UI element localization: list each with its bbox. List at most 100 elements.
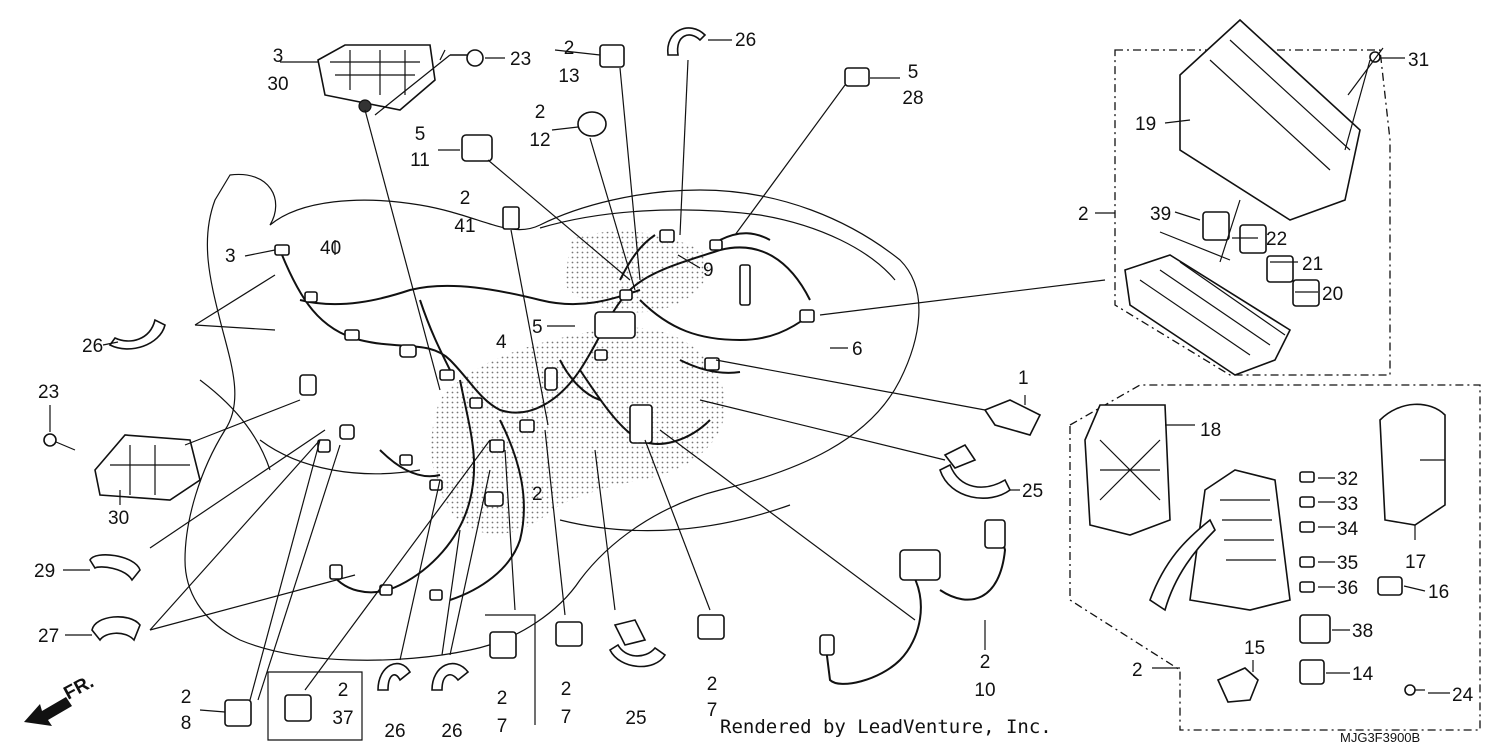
callout-5-28-top: 5 bbox=[908, 62, 919, 83]
callout-2-7-c-bottom: 7 bbox=[707, 700, 718, 721]
callout-27: 27 bbox=[38, 626, 59, 647]
clamp-1 bbox=[983, 399, 1042, 436]
connector-28 bbox=[844, 67, 870, 87]
callout-2-10-top: 2 bbox=[980, 652, 991, 673]
fuse-box-assembly-lower bbox=[1069, 384, 1481, 731]
callout-26-top: 26 bbox=[735, 30, 756, 51]
callout-30-left: 30 bbox=[108, 508, 129, 529]
callout-2-41-top: 2 bbox=[460, 188, 471, 209]
callout-2-7-a-top: 2 bbox=[497, 688, 508, 709]
fuse-box-cover-left bbox=[94, 434, 201, 501]
callout-5: 5 bbox=[532, 317, 543, 338]
callout-2-13-bottom: 13 bbox=[558, 66, 579, 87]
connector-7-b bbox=[555, 621, 583, 647]
harness-connectors bbox=[274, 229, 815, 601]
callout-1: 1 bbox=[1018, 368, 1029, 389]
callout-26-bottom-a: 26 bbox=[384, 721, 405, 742]
connector-7-c bbox=[697, 614, 725, 640]
screw-23-top bbox=[450, 49, 484, 67]
screw-24 bbox=[1404, 684, 1425, 696]
callout-5-11-top: 5 bbox=[415, 124, 426, 145]
callout-31: 31 bbox=[1408, 50, 1429, 71]
callout-2-37-bottom: 37 bbox=[332, 708, 353, 729]
render-credit: Rendered by LeadVenture, Inc. bbox=[720, 716, 1052, 738]
clip-26-left bbox=[108, 318, 166, 350]
callout-5-11-bottom: 11 bbox=[410, 150, 430, 171]
clip-26-bottom-b bbox=[431, 662, 470, 691]
callout-38: 38 bbox=[1352, 621, 1373, 642]
callout-16: 16 bbox=[1428, 582, 1449, 603]
connector-11 bbox=[461, 134, 493, 162]
fuse-box-cover-top bbox=[317, 44, 436, 113]
callout-2-7-c-top: 2 bbox=[707, 674, 718, 695]
callout-2-lower-box: 2 bbox=[1132, 660, 1143, 681]
clip-26-bottom-a bbox=[377, 662, 412, 691]
callout-2-7-b-bottom: 7 bbox=[561, 707, 572, 728]
callout-9: 9 bbox=[703, 260, 714, 281]
engine-shaded-area bbox=[431, 231, 726, 534]
callout-ticks bbox=[49, 39, 1450, 713]
callout-2-8-bottom: 8 bbox=[181, 713, 192, 734]
callout-14: 14 bbox=[1352, 664, 1374, 685]
callout-15: 15 bbox=[1244, 638, 1265, 659]
relay-12 bbox=[577, 111, 607, 137]
callout-2-7-b-top: 2 bbox=[561, 679, 572, 700]
callout-21: 21 bbox=[1302, 254, 1323, 275]
clamp-27 bbox=[91, 615, 141, 642]
callout-2-10-bottom: 10 bbox=[974, 680, 995, 701]
callout-29: 29 bbox=[34, 561, 55, 582]
callout-26-bottom-b: 26 bbox=[441, 721, 462, 742]
cable-10 bbox=[819, 519, 1007, 685]
callout-25-right: 25 bbox=[1022, 481, 1043, 502]
callout-24: 24 bbox=[1452, 685, 1474, 706]
callout-2-harness: 2 bbox=[532, 484, 543, 505]
clamp-25-bottom bbox=[608, 619, 667, 668]
callout-25-bottom: 25 bbox=[625, 708, 646, 729]
callout-5-28-bottom: 28 bbox=[902, 88, 923, 109]
callout-4: 4 bbox=[496, 332, 507, 353]
callout-2-7-a-bottom: 7 bbox=[497, 716, 508, 737]
callout-20: 20 bbox=[1322, 284, 1343, 305]
callout-26-left: 26 bbox=[82, 336, 103, 357]
callout-2-12-top: 2 bbox=[535, 102, 546, 123]
clamp-25-right bbox=[939, 443, 1012, 499]
relay-13 bbox=[599, 44, 625, 68]
callout-18: 18 bbox=[1200, 420, 1221, 441]
callout-36: 36 bbox=[1337, 578, 1358, 599]
callout-17: 17 bbox=[1405, 552, 1426, 573]
callout-22: 22 bbox=[1266, 229, 1287, 250]
callout-2-13-top: 2 bbox=[564, 38, 575, 59]
callout-39: 39 bbox=[1150, 204, 1171, 225]
main-wire-harness bbox=[279, 232, 811, 601]
leader-lines bbox=[149, 47, 1445, 701]
front-arrow-icon: FR. bbox=[24, 672, 97, 726]
screw-23-left bbox=[43, 433, 76, 451]
band-29 bbox=[89, 554, 141, 582]
callout-23-left: 23 bbox=[38, 382, 59, 403]
callout-labels: 3 30 23 2 13 26 5 28 31 2 12 5 11 19 2 4… bbox=[34, 30, 1474, 742]
callout-19: 19 bbox=[1135, 114, 1156, 135]
callout-2-8-top: 2 bbox=[181, 687, 192, 708]
callout-2-37-top: 2 bbox=[338, 680, 349, 701]
diagram-code: MJG3F3900B bbox=[1340, 730, 1420, 745]
callout-2-41-bottom: 41 bbox=[454, 216, 475, 237]
callout-3: 3 bbox=[225, 246, 236, 267]
fuse-41 bbox=[502, 206, 520, 230]
fuse-box-assembly-upper bbox=[1114, 18, 1391, 376]
callout-32: 32 bbox=[1337, 469, 1358, 490]
callout-3-30-top: 3 bbox=[273, 46, 284, 67]
callout-2-12-bottom: 12 bbox=[529, 130, 550, 151]
callout-6: 6 bbox=[852, 339, 863, 360]
clip-26-top bbox=[667, 27, 707, 56]
connector-37-box bbox=[267, 671, 363, 741]
callout-23-top: 23 bbox=[510, 49, 531, 70]
callout-3-30-bottom: 30 bbox=[267, 74, 288, 95]
callout-33: 33 bbox=[1337, 494, 1358, 515]
callout-40: 40 bbox=[320, 238, 341, 259]
connector-8 bbox=[224, 699, 252, 727]
callout-2-upper-box: 2 bbox=[1078, 204, 1089, 225]
callout-35: 35 bbox=[1337, 553, 1358, 574]
callout-34: 34 bbox=[1337, 519, 1359, 540]
connector-7-box bbox=[485, 614, 536, 725]
